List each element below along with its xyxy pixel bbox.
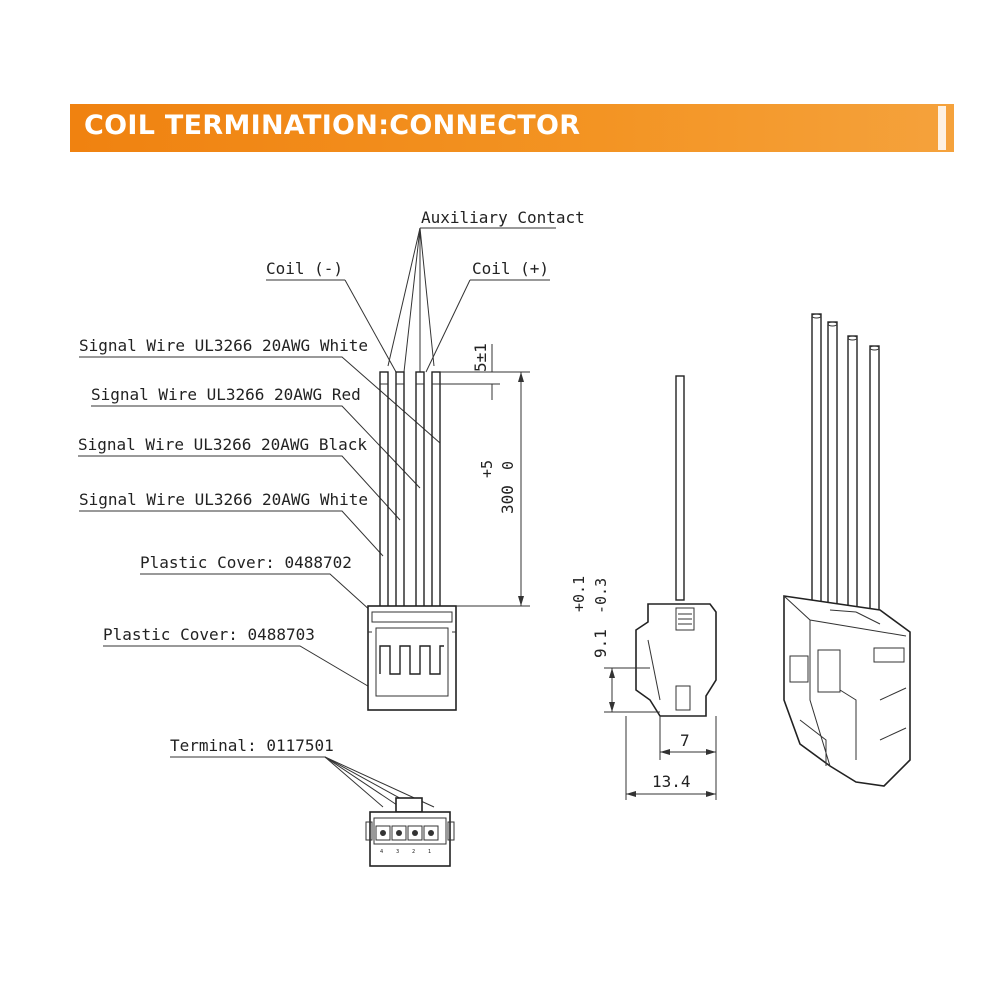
dim-width-total: 13.4 <box>652 772 691 791</box>
dim-height-tol-upper: +0.1 <box>570 576 588 612</box>
pin-number-2: 2 <box>412 849 415 855</box>
dim-height-tol-lower: -0.3 <box>592 578 610 614</box>
label-terminal: Terminal: 0117501 <box>170 736 334 755</box>
side-view-connector <box>635 375 717 717</box>
front-view-wires <box>379 371 441 609</box>
dim-wire-length-value: 300 <box>498 485 517 514</box>
dim-width-small: 7 <box>680 731 690 750</box>
dim-wire-length <box>440 344 530 607</box>
label-wire-white-1: Signal Wire UL3266 20AWG White <box>79 336 368 355</box>
pin-number-1: 1 <box>428 849 431 855</box>
isometric-view-connector <box>783 313 911 787</box>
label-wire-black: Signal Wire UL3266 20AWG Black <box>78 435 367 454</box>
section-banner: COIL TERMINATION:CONNECTOR <box>70 104 954 152</box>
banner-edge-accent <box>938 106 946 150</box>
label-wire-red: Signal Wire UL3266 20AWG Red <box>91 385 361 404</box>
dim-height: 9.1 <box>591 629 610 658</box>
banner-title: COIL TERMINATION:CONNECTOR <box>84 110 581 141</box>
label-wire-white-2: Signal Wire UL3266 20AWG White <box>79 490 368 509</box>
dim-wire-tol-lower: 0 <box>499 461 517 470</box>
front-view-connector <box>367 605 457 711</box>
label-coil-plus: Coil (+) <box>472 259 549 278</box>
label-auxiliary-contact: Auxiliary Contact <box>421 208 585 227</box>
terminal-end-view <box>365 797 455 867</box>
leader-lines-top <box>344 227 471 373</box>
dim-wire-tol-upper: +5 <box>478 460 496 478</box>
label-coil-minus: Coil (-) <box>266 259 343 278</box>
pin-number-4: 4 <box>380 849 383 855</box>
label-cover-1: Plastic Cover: 0488702 <box>140 553 352 572</box>
label-cover-2: Plastic Cover: 0488703 <box>103 625 315 644</box>
pin-number-3: 3 <box>396 849 399 855</box>
side-view-dimensions <box>604 667 717 800</box>
dim-strip-length: 5±1 <box>471 343 490 372</box>
